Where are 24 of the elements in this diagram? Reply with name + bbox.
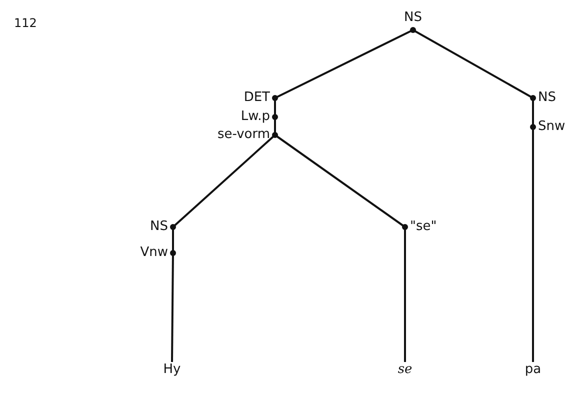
node-label: Lw.p <box>240 109 270 124</box>
tree-branch <box>532 98 534 127</box>
node-label: DET <box>244 90 270 105</box>
node-label: se-vorm <box>217 127 270 142</box>
tree-branch <box>412 29 534 99</box>
node-label: Snw <box>538 119 566 134</box>
node-label: pa <box>524 362 542 377</box>
tree-branch <box>404 227 406 362</box>
node-label: Vnw <box>140 245 168 260</box>
tree-node <box>240 109 278 124</box>
node-label: NS <box>404 10 422 25</box>
tree-branch <box>172 227 174 253</box>
tree-branch <box>274 117 276 135</box>
tree-branch <box>274 98 276 117</box>
tree-branch <box>172 134 276 228</box>
node-label: NS <box>150 219 168 234</box>
node-label: NS <box>538 90 556 105</box>
tree-branch <box>532 127 534 362</box>
node-label: se <box>398 362 412 377</box>
page-number: 112 <box>14 16 37 30</box>
node-label: Hy <box>163 362 181 377</box>
node-label: "se" <box>410 219 437 234</box>
tree-branch <box>274 29 414 99</box>
tree-branch <box>274 134 406 228</box>
